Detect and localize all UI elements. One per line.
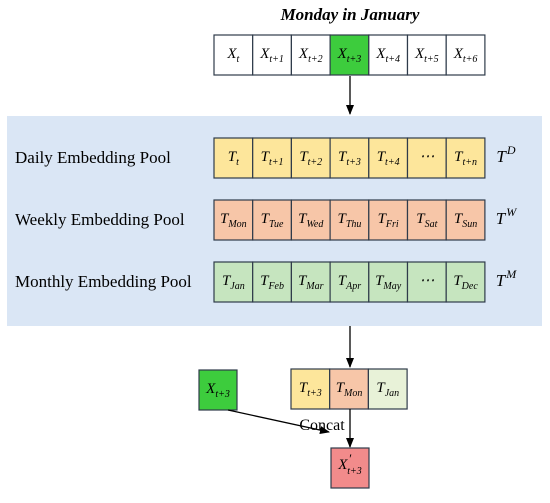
pool-cell xyxy=(445,137,486,179)
pool-cell xyxy=(368,199,409,241)
pool-label: Monthly Embedding Pool xyxy=(15,272,192,291)
input-cell xyxy=(406,34,447,76)
pool-cell-label: TMar xyxy=(298,273,324,292)
embedding-pools: Daily Embedding Pool Tt Tt+1 Tt+2 Tt+3 Tt+4 ⋯ T… xyxy=(15,137,517,303)
pool-cell-label: TMay xyxy=(375,273,402,292)
input-cell xyxy=(329,34,370,76)
pool-cell-label: Tt+n xyxy=(454,149,477,168)
input-cell-label: Xt+4 xyxy=(375,46,400,65)
pool-label: Weekly Embedding Pool xyxy=(15,210,185,229)
input-cell-label: Xt+1 xyxy=(259,46,284,65)
pool-cell-label: TWed xyxy=(298,211,324,230)
pool-cell xyxy=(445,199,486,241)
pool-cell-label: Tt+1 xyxy=(261,149,284,168)
concat-cell-label: TMon xyxy=(336,380,363,399)
pool-cell xyxy=(445,261,486,303)
pool-cell-label: Tt+4 xyxy=(377,149,400,168)
pool-cell-label: TFeb xyxy=(260,273,284,292)
pool-cell xyxy=(368,137,409,179)
pool-symbol: TW xyxy=(496,205,517,228)
input-cell-label: Xt+6 xyxy=(453,46,478,65)
pool-cell xyxy=(290,137,331,179)
pool-cell-label: Tt xyxy=(228,149,239,168)
pool-cell-label: TApr xyxy=(338,273,361,292)
concat-cell-label: TJan xyxy=(376,380,399,399)
pool-cell xyxy=(368,261,409,303)
pool-cell-label: TFri xyxy=(378,211,399,230)
pool-cell-label: TTue xyxy=(261,211,284,230)
pool-symbol: TM xyxy=(496,267,517,290)
pool-cell xyxy=(213,261,254,303)
selected-embeddings: Xt+3 Tt+3 TMon TJan xyxy=(198,368,408,411)
input-sequence: Xt Xt+1 Xt+2 Xt+3 Xt+4 Xt+5 Xt+6 xyxy=(213,34,486,76)
input-cell-label: Xt+5 xyxy=(414,46,439,65)
pool-cell xyxy=(406,261,447,303)
output-cell-box xyxy=(330,447,370,489)
selected-x-label: Xt+3 xyxy=(205,381,230,400)
pool-cell-label: ⋯ xyxy=(419,273,434,289)
pool-cell xyxy=(213,199,254,241)
input-cell xyxy=(213,34,254,76)
pool-cell xyxy=(406,137,447,179)
pool-cell xyxy=(329,261,370,303)
concat-cell xyxy=(290,368,331,410)
input-cell xyxy=(445,34,486,76)
input-cell xyxy=(368,34,409,76)
pool-cell-label: TThu xyxy=(337,211,361,230)
pool-label: Daily Embedding Pool xyxy=(15,148,171,167)
pool-cell-label: Tt+3 xyxy=(338,149,361,168)
pool-cell xyxy=(329,199,370,241)
pool-cell-label: TSat xyxy=(416,211,437,230)
diagram-title: Monday in January xyxy=(280,5,420,24)
pool-cell xyxy=(406,199,447,241)
input-cell-label: Xt xyxy=(226,46,239,65)
concat-cell-label: Tt+3 xyxy=(299,380,322,399)
input-cell-label: Xt+3 xyxy=(337,46,362,65)
concat-cell xyxy=(329,368,370,410)
pool-symbol: TD xyxy=(496,143,515,166)
pool-cell-label: TMon xyxy=(220,211,247,230)
output-cell-label: X′t+3 xyxy=(337,451,362,477)
pool-cell xyxy=(252,199,292,241)
pool-cell xyxy=(213,137,254,179)
pool-cell-label: TJan xyxy=(222,273,245,292)
input-cell-label: Xt+2 xyxy=(298,46,323,65)
arrow-x-to-output xyxy=(227,409,330,434)
pool-cell-label: TSun xyxy=(454,211,477,230)
pool-cell-label: Tt+2 xyxy=(299,149,322,168)
selected-x-cell xyxy=(198,369,238,411)
concat-label: Concat xyxy=(299,417,345,434)
pool-cell xyxy=(252,261,292,303)
concat-cell xyxy=(367,368,408,410)
output-cell: X′t+3 xyxy=(330,447,370,489)
pool-cell-label: TDec xyxy=(453,273,478,292)
pool-cell-label: ⋯ xyxy=(419,149,434,165)
